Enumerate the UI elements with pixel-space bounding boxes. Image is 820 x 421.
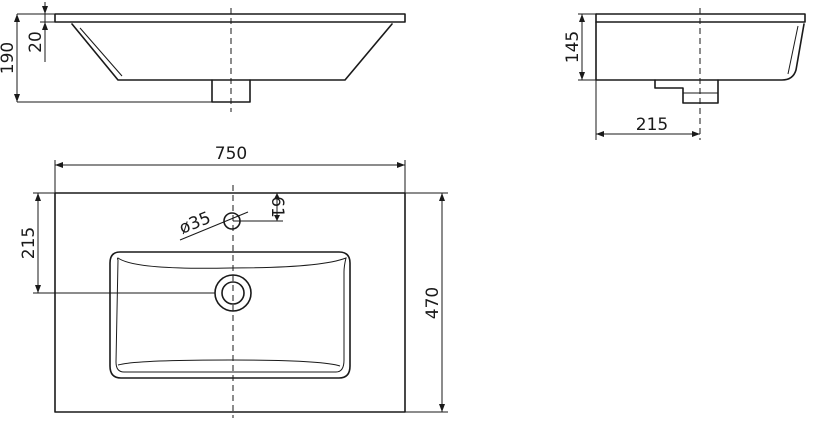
side-height-label: 145 (563, 31, 583, 63)
tap-hole-diameter-label: ø35 (177, 208, 214, 239)
top-width-label: 750 (215, 144, 247, 164)
top-bowl-outer (109, 251, 351, 379)
side-depth-label: 215 (636, 115, 668, 135)
tap-hole-leader (179, 211, 249, 241)
front-bowl-inner-edge (79, 27, 123, 77)
top-view: 750 470 215 ø35 61 (19, 144, 448, 418)
drain-offset-label: 215 (19, 227, 39, 259)
tap-offset-label: 61 (267, 196, 287, 218)
front-rim-label: 20 (26, 31, 46, 53)
drain-inner-circle (221, 281, 245, 305)
side-body-outline (595, 13, 805, 81)
side-bowl-inner-edge (787, 25, 799, 75)
top-depth-label: 470 (423, 287, 443, 319)
top-outline (54, 192, 406, 413)
side-drain-pipe (654, 79, 719, 104)
front-view: 190 20 (0, 2, 406, 112)
front-rim-outline (54, 13, 406, 23)
side-view: 145 215 (563, 8, 806, 140)
front-height-label: 190 (0, 42, 18, 74)
top-bowl-inner (115, 257, 347, 373)
front-bowl-outline (71, 23, 393, 81)
